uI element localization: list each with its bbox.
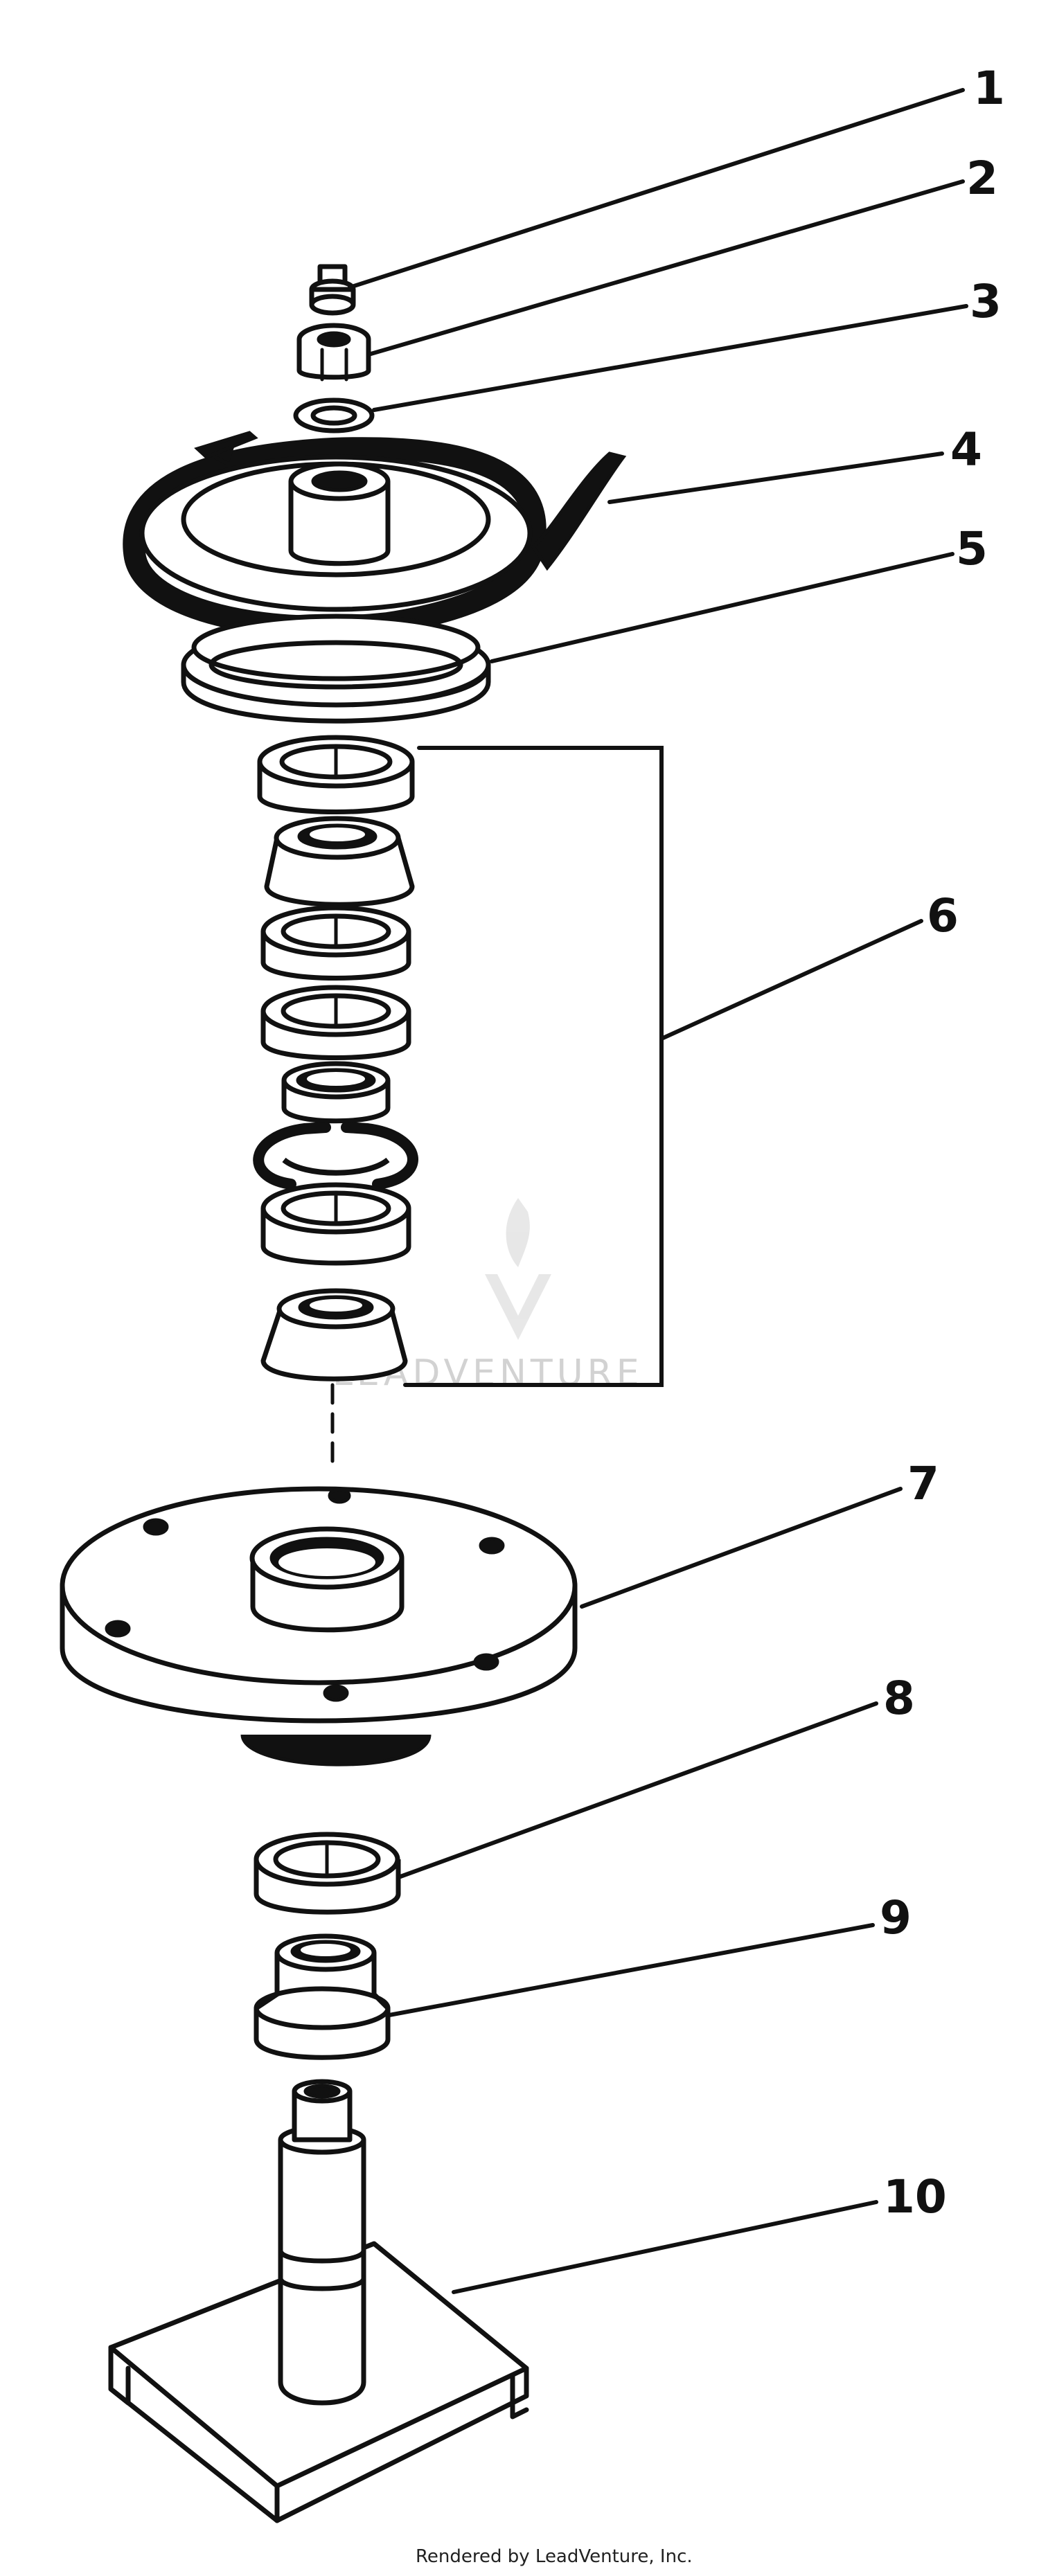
part-9-bearing-cone — [254, 1933, 391, 2060]
bearing-cup-3 — [260, 985, 411, 1060]
part-6-bearing-stack — [253, 735, 664, 1387]
bearing-cup-1 — [257, 735, 415, 814]
part-number-4: 4 — [950, 423, 982, 476]
upper-pulley-disc — [139, 454, 533, 612]
leader-line-5 — [490, 552, 954, 663]
leader-line-4 — [607, 451, 944, 504]
part-number-7: 7 — [907, 1457, 939, 1510]
part-7-spindle-housing — [60, 1486, 578, 1766]
leader-line-7 — [580, 1487, 903, 1609]
part-number-5: 5 — [956, 522, 988, 575]
bearing-cone-1 — [264, 816, 415, 907]
render-credit: Rendered by LeadVenture, Inc. — [416, 2546, 693, 2567]
leader-line-8 — [398, 1701, 878, 1879]
bearing-cup-2 — [260, 905, 411, 981]
part-number-3: 3 — [970, 275, 1002, 328]
part-5-pulley — [181, 614, 491, 724]
part-number-6: 6 — [927, 889, 959, 942]
part-number-10: 10 — [883, 2170, 947, 2224]
flame-v-logo-icon — [485, 1198, 551, 1340]
part-10-spindle-shaft — [108, 2079, 529, 2523]
bearing-cup-4 — [260, 1182, 411, 1266]
bearing-cone-2 — [260, 1288, 408, 1381]
part-number-9: 9 — [880, 1891, 912, 1944]
leader-line-9 — [387, 1923, 875, 2017]
part-3-washer — [293, 397, 375, 433]
retaining-ring — [253, 1122, 418, 1190]
part-2-hex-nut — [296, 323, 371, 382]
stack-bracket — [403, 746, 664, 1387]
part-number-8: 8 — [883, 1672, 915, 1725]
part-number-2: 2 — [966, 152, 998, 205]
leader-line-3 — [372, 304, 968, 412]
part-number-1: 1 — [973, 62, 1005, 115]
leader-line-10 — [452, 2200, 878, 2294]
part-number-labels: 1 2 3 4 5 6 7 8 9 10 — [880, 62, 1005, 2224]
leader-line-2 — [366, 179, 965, 357]
leader-line-1 — [348, 88, 965, 289]
spacer — [281, 1061, 391, 1124]
part-1-bolt — [309, 264, 356, 316]
part-8-bearing-cup — [254, 1832, 401, 1915]
leader-line-6 — [659, 919, 923, 1041]
